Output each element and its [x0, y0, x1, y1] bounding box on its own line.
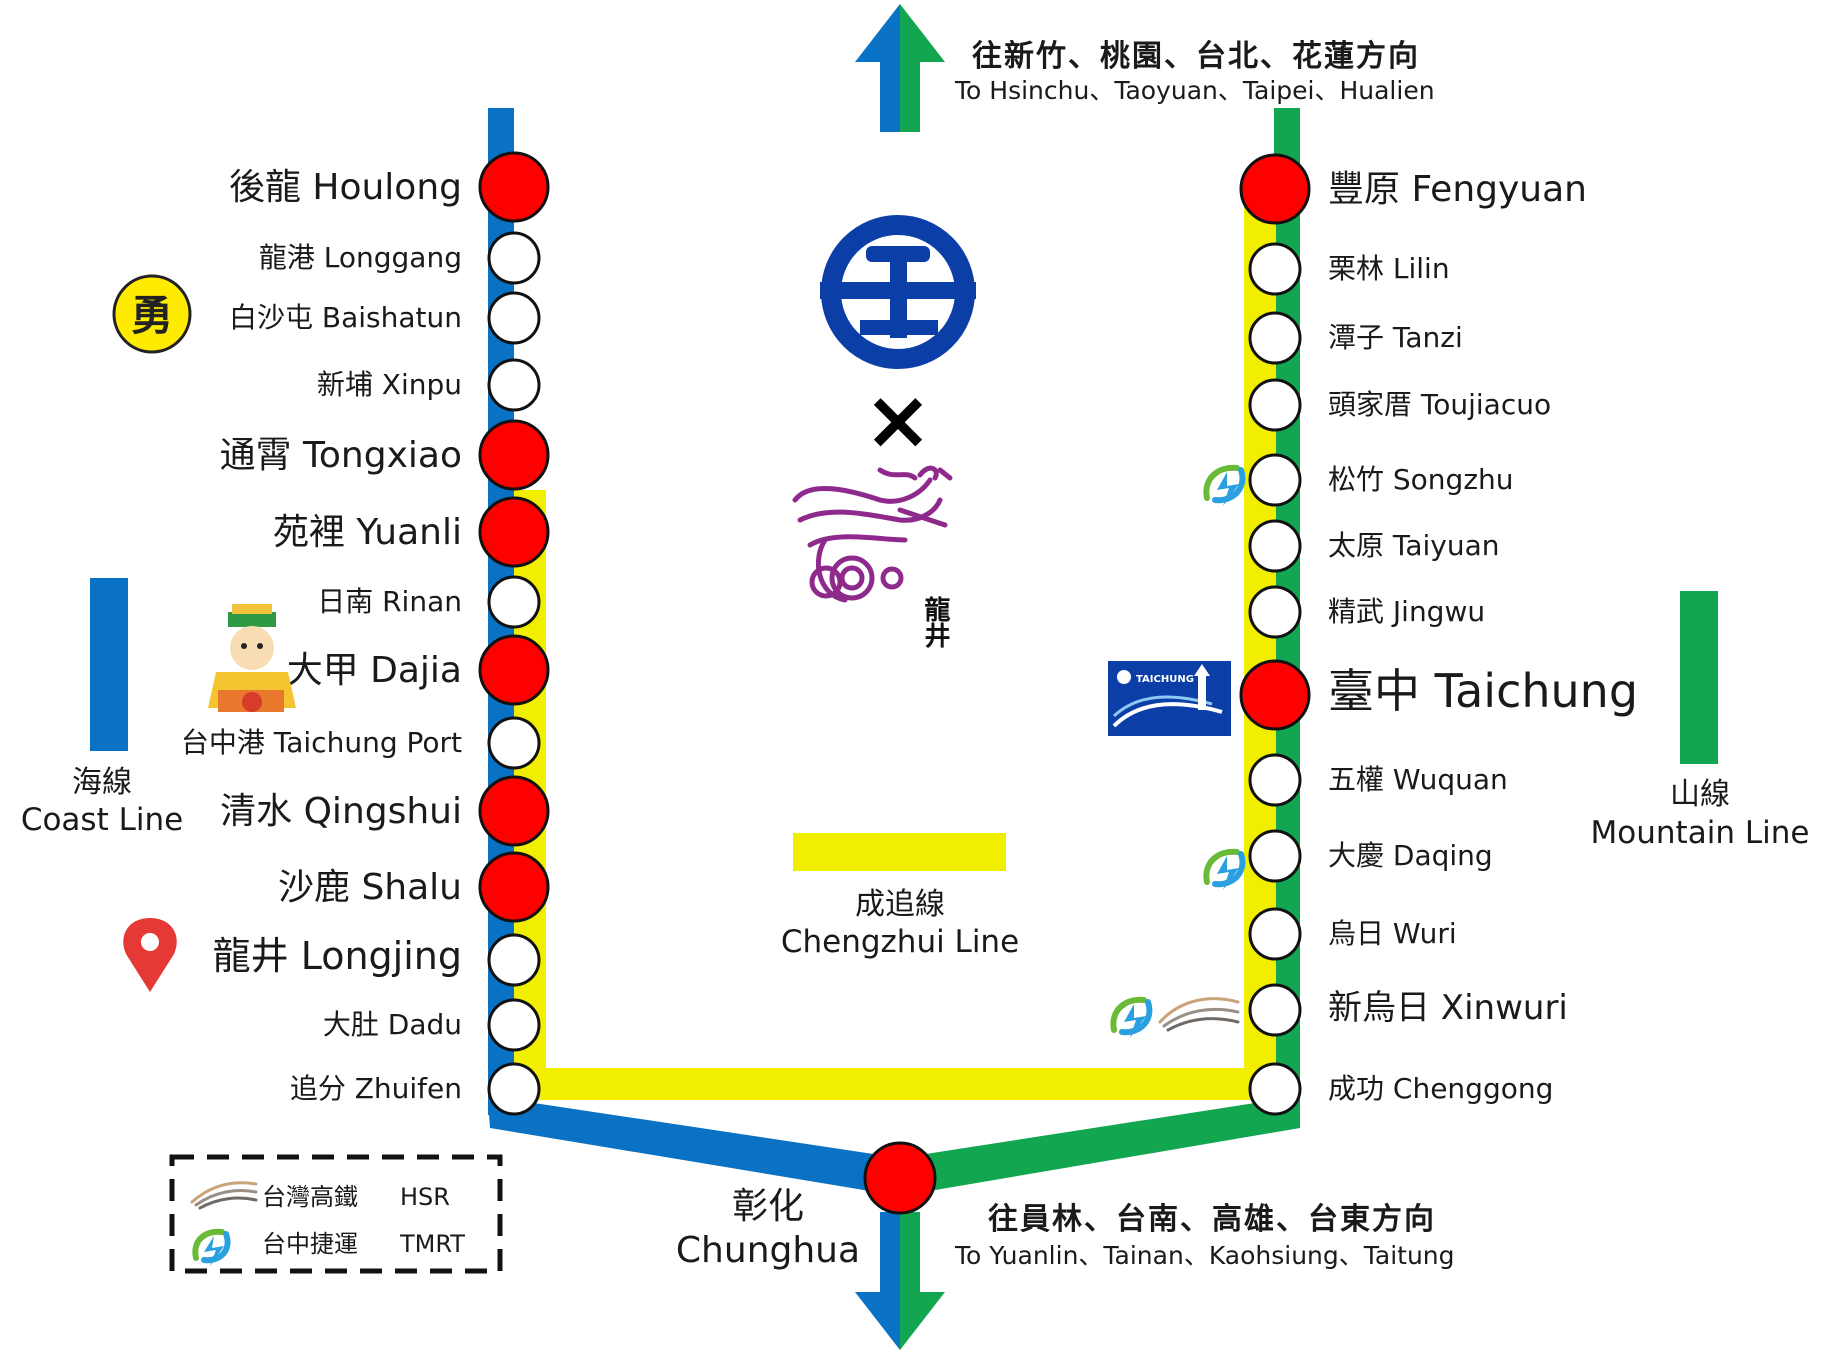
svg-text:TAICHUNG: TAICHUNG: [1136, 674, 1194, 685]
station-marker-rinan[interactable]: [487, 575, 541, 629]
tmrt-icon-daqing: [1203, 848, 1246, 890]
north-direction-arrow: [855, 4, 945, 132]
transfer-legend: 台灣高鐵 HSR 台中捷運 TMRT: [169, 1154, 503, 1274]
station-marker-songzhu[interactable]: [1248, 453, 1302, 507]
chengzhui-line-swatch: [793, 833, 1006, 871]
north-direction-zh: 往新竹、桃園、台北、花蓮方向: [972, 39, 1420, 74]
hsr-icon-xinwuri: [1158, 997, 1240, 1032]
legend-hsr-en: HSR: [400, 1183, 450, 1211]
chengzhui-line-zh: 成追線: [855, 887, 945, 922]
legend-tmrt-zh: 台中捷運: [262, 1230, 358, 1258]
station-label-wuri: 烏日 Wuri: [1328, 917, 1457, 950]
station-label-wuquan: 五權 Wuquan: [1328, 763, 1508, 796]
station-marker-longjing[interactable]: [487, 933, 541, 987]
station-marker-toujiacuo[interactable]: [1248, 378, 1302, 432]
longjing-dragon-logo-icon: [792, 465, 953, 603]
station-marker-longgang[interactable]: [487, 231, 541, 285]
station-label-zhuifen: 追分 Zhuifen: [290, 1072, 462, 1105]
station-label-qingshui: 清水 Qingshui: [220, 791, 462, 832]
mazu-icon: [208, 604, 296, 712]
legend-hsr-zh: 台灣高鐵: [262, 1183, 358, 1211]
north-direction-en: To Hsinchu、Taoyuan、Taipei、Hualien: [954, 76, 1435, 105]
coast-line-en: Coast Line: [21, 802, 183, 838]
mountain-line-zh: 山線: [1670, 777, 1730, 812]
station-marker-jingwu[interactable]: [1248, 585, 1302, 639]
station-label-dadu: 大肚 Dadu: [323, 1008, 462, 1041]
station-label-toujiacuo: 頭家厝 Toujiacuo: [1328, 388, 1551, 421]
tmrt-icon-xinwuri: [1110, 996, 1153, 1038]
station-marker-xinwuri[interactable]: [1248, 983, 1302, 1037]
station-label-taiyuan: 太原 Taiyuan: [1328, 529, 1500, 562]
station-marker-shalu[interactable]: [478, 851, 550, 923]
station-marker-dajia[interactable]: [478, 634, 550, 706]
station-marker-wuri[interactable]: [1248, 907, 1302, 961]
hub-name-en: Chunghua: [676, 1230, 860, 1271]
mountain-stations: 豐原 Fengyuan 栗林 Lilin 潭子 Tanzi 頭家厝 Toujiacuo…: [1239, 153, 1638, 1116]
station-marker-chenggong[interactable]: [1248, 1062, 1302, 1116]
station-marker-fengyuan[interactable]: [1239, 153, 1311, 225]
taichung-station-icon: TAICHUNG: [1108, 661, 1231, 736]
station-marker-dadu[interactable]: [487, 998, 541, 1052]
station-label-tanzi: 潭子 Tanzi: [1328, 321, 1463, 354]
station-marker-xinpu[interactable]: [487, 358, 541, 412]
hub-name-zh: 彰化: [732, 1186, 804, 1227]
station-label-tongxiao: 通霄 Tongxiao: [220, 435, 462, 476]
station-label-longjing: 龍井 Longjing: [213, 934, 462, 978]
station-label-yuanli: 苑裡 Yuanli: [273, 512, 462, 553]
station-marker-wuquan[interactable]: [1248, 753, 1302, 807]
station-label-fengyuan: 豐原 Fengyuan: [1328, 169, 1587, 210]
cross-mark: ×: [864, 373, 933, 468]
south-direction-zh: 往員林、台南、高雄、台東方向: [988, 1202, 1436, 1237]
station-marker-qingshui[interactable]: [478, 775, 550, 847]
station-marker-taichung[interactable]: [1239, 659, 1311, 731]
station-marker-daqing[interactable]: [1248, 829, 1302, 883]
station-marker-houlong[interactable]: [478, 151, 550, 223]
chengzhui-line: [514, 1068, 1276, 1100]
station-marker-tongxiao[interactable]: [478, 419, 550, 491]
station-label-jingwu: 精武 Jingwu: [1328, 595, 1485, 628]
station-label-daqing: 大慶 Daqing: [1328, 839, 1493, 872]
station-marker-tanzi[interactable]: [1248, 311, 1302, 365]
mountain-line-en: Mountain Line: [1591, 815, 1810, 851]
hsr-icon: [190, 1181, 258, 1210]
station-label-rinan: 日南 Rinan: [317, 585, 462, 618]
station-label-taichung: 臺中 Taichung: [1328, 664, 1638, 718]
station-label-songzhu: 松竹 Songzhu: [1328, 463, 1514, 496]
station-marker-taichung-port[interactable]: [487, 716, 541, 770]
longjing-logo-text: 龍井: [920, 595, 950, 649]
station-label-houlong: 後龍 Houlong: [229, 167, 462, 208]
station-label-xinwuri: 新烏日 Xinwuri: [1328, 988, 1568, 1028]
station-marker-chunghua[interactable]: [863, 1141, 937, 1215]
station-marker-yuanli[interactable]: [478, 496, 550, 568]
yong-badge-icon: 勇: [112, 274, 192, 354]
station-label-dajia: 大甲 Dajia: [287, 650, 462, 691]
station-label-longgang: 龍港 Longgang: [259, 241, 462, 274]
mountain-line-swatch: [1680, 591, 1718, 764]
tmrt-legend-icon: [192, 1228, 231, 1266]
station-marker-zhuifen[interactable]: [487, 1062, 541, 1116]
station-marker-lilin[interactable]: [1248, 242, 1302, 296]
tmrt-icon-songzhu: [1203, 464, 1246, 506]
station-label-chenggong: 成功 Chenggong: [1328, 1072, 1553, 1105]
station-label-lilin: 栗林 Lilin: [1328, 252, 1450, 285]
station-marker-baishatun[interactable]: [487, 291, 541, 345]
coast-line-swatch: [90, 578, 128, 751]
tra-logo-icon: [820, 215, 976, 369]
chengzhui-line-en: Chengzhui Line: [781, 924, 1019, 960]
legend-tmrt-en: TMRT: [399, 1230, 465, 1258]
location-pin-icon: [123, 918, 177, 992]
south-direction-arrow: [855, 1212, 945, 1350]
station-label-xinpu: 新埔 Xinpu: [317, 368, 462, 401]
station-label-baishatun: 白沙屯 Baishatun: [229, 301, 462, 334]
station-label-shalu: 沙鹿 Shalu: [278, 867, 462, 908]
station-label-taichung-port: 台中港 Taichung Port: [181, 726, 462, 759]
south-direction-en: To Yuanlin、Tainan、Kaohsiung、Taitung: [954, 1241, 1455, 1270]
svg-text:勇: 勇: [131, 291, 173, 340]
coast-stations: 後龍 Houlong 龍港 Longgang 白沙屯 Baishatun 新埔 Xin…: [181, 151, 550, 1116]
coast-line-zh: 海線: [72, 765, 132, 800]
station-marker-taiyuan[interactable]: [1248, 519, 1302, 573]
